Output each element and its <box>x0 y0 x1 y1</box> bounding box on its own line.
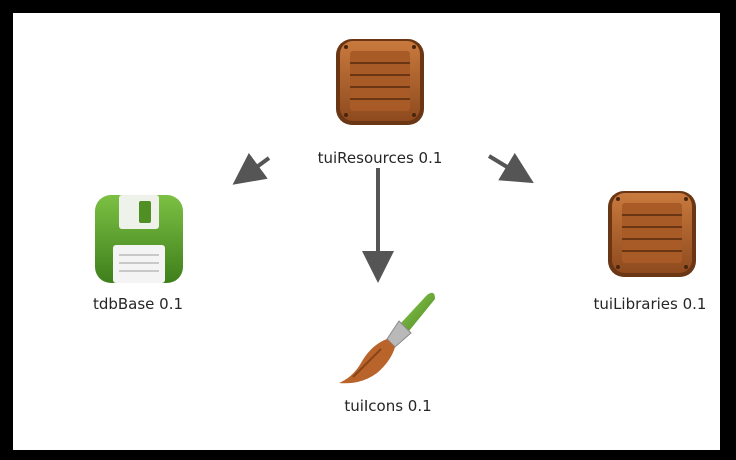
node-label: tuiIcons 0.1 <box>344 397 432 415</box>
arrow-resources-to-base <box>232 152 271 185</box>
node-label: tdbBase 0.1 <box>92 295 184 313</box>
node-tui-resources[interactable]: tuiResources 0.1 <box>295 33 465 173</box>
node-label: tuiLibraries 0.1 <box>593 295 707 313</box>
node-tui-libraries[interactable]: tuiLibraries 0.1 <box>565 185 735 325</box>
dependency-arrows <box>232 152 534 283</box>
wooden-crate-icon <box>608 191 696 277</box>
green-floppy-disk-icon <box>95 195 183 283</box>
node-tui-icons[interactable]: tuiIcons 0.1 <box>313 289 463 429</box>
node-label: tuiResources 0.1 <box>317 149 443 167</box>
arrow-resources-to-libraries <box>487 152 534 184</box>
wooden-crate-icon <box>336 39 424 125</box>
diagram-canvas: tuiResources 0.1 <box>13 13 720 450</box>
paintbrush-icon <box>339 292 435 384</box>
node-tdb-base[interactable]: tdbBase 0.1 <box>53 191 223 321</box>
